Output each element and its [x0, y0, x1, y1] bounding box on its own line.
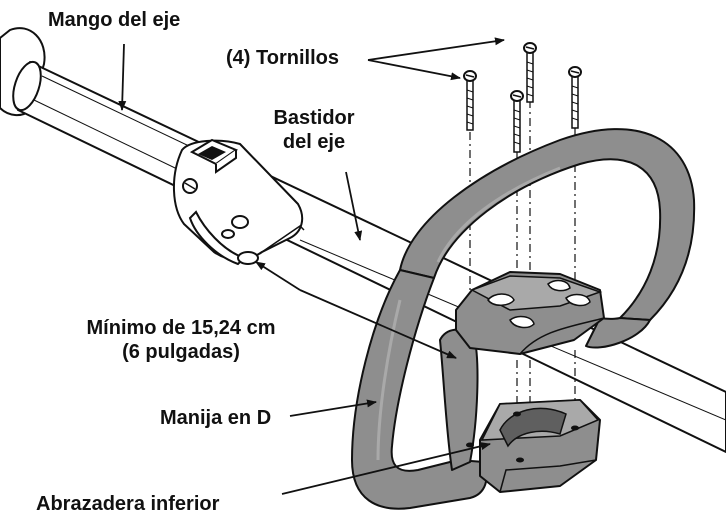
leader-minimum-right: [299, 289, 457, 359]
label-shaft-housing: Bastidor del eje: [254, 106, 374, 154]
label-screws: (4) Tornillos: [226, 47, 339, 69]
lower-clamp: [466, 399, 601, 493]
d-handle: [351, 128, 696, 510]
label-minimum-distance: Mínimo de 15,24 cm (6 pulgadas): [70, 316, 292, 364]
throttle-housing: [172, 138, 305, 266]
label-lower-clamp: Abrazadera inferior: [36, 493, 220, 515]
label-shaft-handle: Mango del eje: [48, 9, 181, 31]
leader-screws-a: [367, 37, 505, 61]
label-d-handle: Manija en D: [160, 407, 272, 429]
screw-2: [523, 42, 537, 103]
leader-lower-clamp: [281, 442, 491, 495]
screw-4: [568, 66, 582, 129]
label-minimum-line2: (6 pulgadas): [122, 341, 240, 363]
leader-lines: [118, 37, 505, 495]
upper-clamp: [455, 271, 605, 355]
leader-d-handle: [289, 399, 377, 417]
screw-1: [463, 70, 477, 131]
leader-shaft-housing: [345, 171, 363, 241]
leader-minimum-left: [255, 261, 301, 291]
screw-3: [510, 90, 524, 153]
leader-shaft-handle: [118, 43, 127, 111]
label-shaft-housing-line2: del eje: [282, 131, 346, 153]
screws: [463, 42, 582, 153]
label-minimum-line1: Mínimo de 15,24 cm: [86, 317, 276, 339]
label-shaft-housing-line1: Bastidor: [273, 107, 355, 129]
leader-screws-b: [367, 59, 461, 81]
